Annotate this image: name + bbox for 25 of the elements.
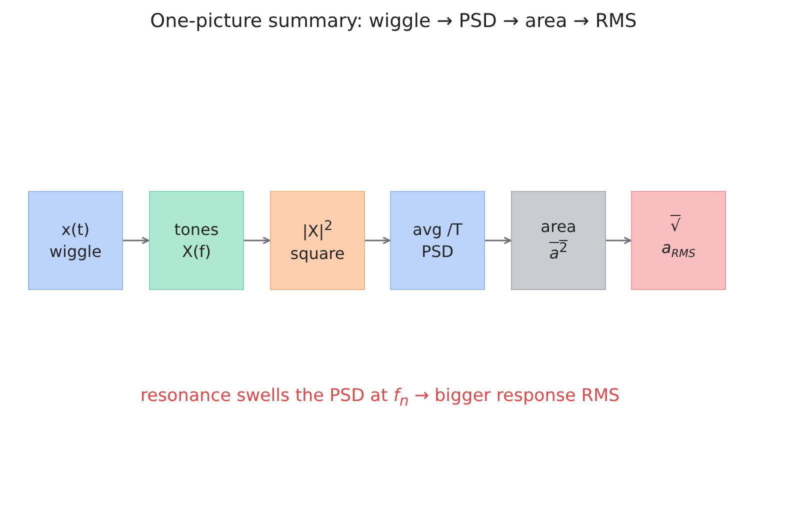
box-label: |X|$^{2}$ bbox=[302, 218, 333, 243]
process-box bbox=[270, 191, 365, 290]
box-label: X(f) bbox=[182, 240, 212, 262]
box-label: a$^{2}$ bbox=[549, 240, 568, 265]
arrow bbox=[365, 236, 390, 244]
arrow bbox=[485, 236, 511, 244]
box-label: PSD bbox=[421, 240, 454, 262]
box-label: avg /T bbox=[412, 218, 462, 240]
arrow bbox=[606, 236, 631, 244]
note-text: resonance swells the PSD at f$_{n}$ → bigger response RMS bbox=[139, 386, 621, 410]
box-label: wiggle bbox=[49, 240, 102, 262]
arrow bbox=[123, 236, 149, 244]
box-label: tones bbox=[174, 218, 219, 240]
process-box bbox=[390, 191, 485, 290]
process-box bbox=[511, 191, 606, 290]
process-box bbox=[28, 191, 123, 290]
diagram-title: One-picture summary: wiggle → PSD → area → RMS bbox=[149, 10, 638, 32]
box-label: area bbox=[540, 216, 576, 238]
arrow bbox=[244, 236, 270, 244]
box-label: √ bbox=[670, 215, 682, 238]
box-label: a$_{RMS}$ bbox=[662, 237, 696, 263]
box-label: square bbox=[290, 242, 345, 265]
box-label: x(t) bbox=[61, 218, 90, 240]
process-box bbox=[149, 191, 244, 290]
process-box bbox=[631, 191, 726, 290]
